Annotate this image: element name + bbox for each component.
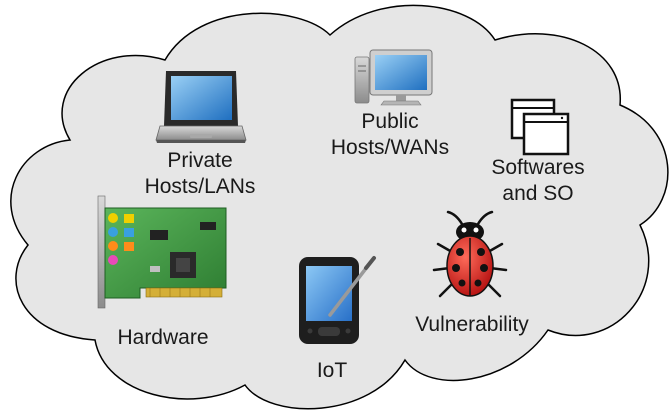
public-hosts-label-line-2: Hosts/WANs (330, 136, 450, 159)
vulnerability-label-line-1: Vulnerability (415, 313, 529, 336)
public-hosts-label: Public Hosts/WANs (310, 109, 470, 161)
softwares-label-line-1: Softwares (491, 156, 585, 179)
laptop-icon (155, 71, 247, 143)
iot-label-line-1: IoT (316, 359, 348, 382)
hardware-label-line-1: Hardware (117, 326, 209, 349)
vulnerability-label: Vulnerability (392, 312, 552, 338)
public-hosts-label-line-1: Public (361, 110, 419, 133)
desktop-computer-icon (354, 49, 433, 106)
private-hosts-label: Private Hosts/LANs (120, 148, 280, 200)
softwares-label-line-2: and SO (502, 182, 574, 205)
iot-label: IoT (272, 358, 392, 384)
sound-card-icon (97, 195, 227, 309)
pda-stylus-icon (299, 256, 376, 344)
application-windows-icon (510, 98, 570, 156)
private-hosts-label-line-2: Hosts/LANs (144, 175, 256, 198)
softwares-label: Softwares and SO (458, 155, 618, 207)
hardware-label: Hardware (83, 325, 243, 351)
private-hosts-label-line-1: Private (167, 149, 233, 172)
ladybug-icon (432, 210, 508, 298)
